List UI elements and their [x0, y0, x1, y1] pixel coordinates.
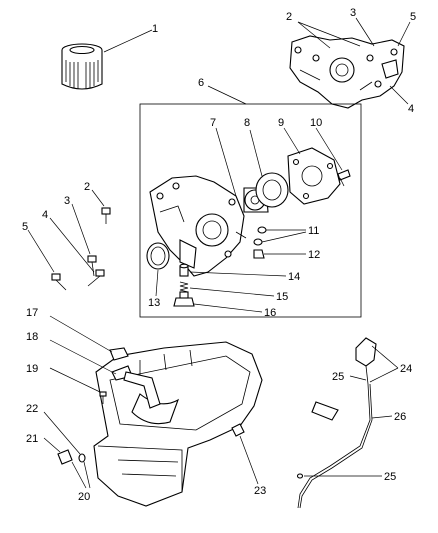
drain-plug [57, 449, 73, 465]
bolt-2 [101, 207, 111, 224]
bolt-3 [87, 255, 97, 277]
callout-23: 23 [254, 485, 266, 497]
outer-rotor [255, 172, 289, 208]
callout-11: 11 [308, 225, 319, 237]
callout-4-left: 4 [42, 209, 48, 221]
callout-9: 9 [278, 117, 284, 129]
oil-dipstick [296, 337, 377, 509]
oil-filter [61, 43, 103, 90]
callout-20: 20 [78, 491, 90, 503]
callout-2-top: 2 [286, 11, 292, 23]
callout-17: 17 [26, 307, 38, 319]
callout-1: 1 [152, 23, 158, 35]
oil-pump-body [149, 175, 247, 277]
cover-screw [337, 169, 351, 187]
pickup-bolt [99, 391, 107, 404]
o-ring-lower [253, 238, 263, 246]
pump-kit-frame [139, 103, 362, 318]
callout-5-left: 5 [22, 221, 28, 233]
callout-14: 14 [288, 271, 300, 283]
relief-spring [179, 281, 189, 293]
callout-12: 12 [308, 249, 320, 261]
callout-15: 15 [276, 291, 288, 303]
callout-13: 13 [148, 297, 160, 309]
pump-cover-plate [287, 147, 341, 205]
callout-4-top: 4 [408, 103, 414, 115]
o-ring-upper [257, 226, 267, 234]
relief-valve-cap [173, 291, 195, 307]
callout-19: 19 [26, 363, 38, 375]
callout-18: 18 [26, 331, 38, 343]
oil-pickup-tube [109, 347, 161, 409]
relief-valve [179, 263, 189, 277]
callout-8: 8 [244, 117, 250, 129]
oil-pan [93, 341, 263, 507]
callout-21: 21 [26, 433, 38, 445]
oil-pump-assembly-top [289, 35, 405, 109]
callout-16: 16 [264, 307, 276, 319]
callout-26: 26 [394, 411, 406, 423]
callout-22: 22 [26, 403, 38, 415]
callout-25-upper: 25 [332, 371, 344, 383]
callout-6: 6 [198, 77, 204, 89]
callout-5-top: 5 [410, 11, 416, 23]
callout-25-lower: 25 [384, 471, 396, 483]
callout-3-top: 3 [350, 7, 356, 19]
callout-2-left: 2 [84, 181, 90, 193]
pump-plug [253, 249, 265, 259]
callout-7: 7 [210, 117, 216, 129]
bolt-5 [51, 273, 67, 291]
dipstick-tube-bolt [231, 423, 245, 437]
callout-3-left: 3 [64, 195, 70, 207]
drain-plug-gasket [78, 453, 86, 463]
callout-24: 24 [400, 363, 412, 375]
bolt-4 [87, 269, 105, 287]
callout-10: 10 [310, 117, 322, 129]
pump-gasket [146, 242, 170, 270]
